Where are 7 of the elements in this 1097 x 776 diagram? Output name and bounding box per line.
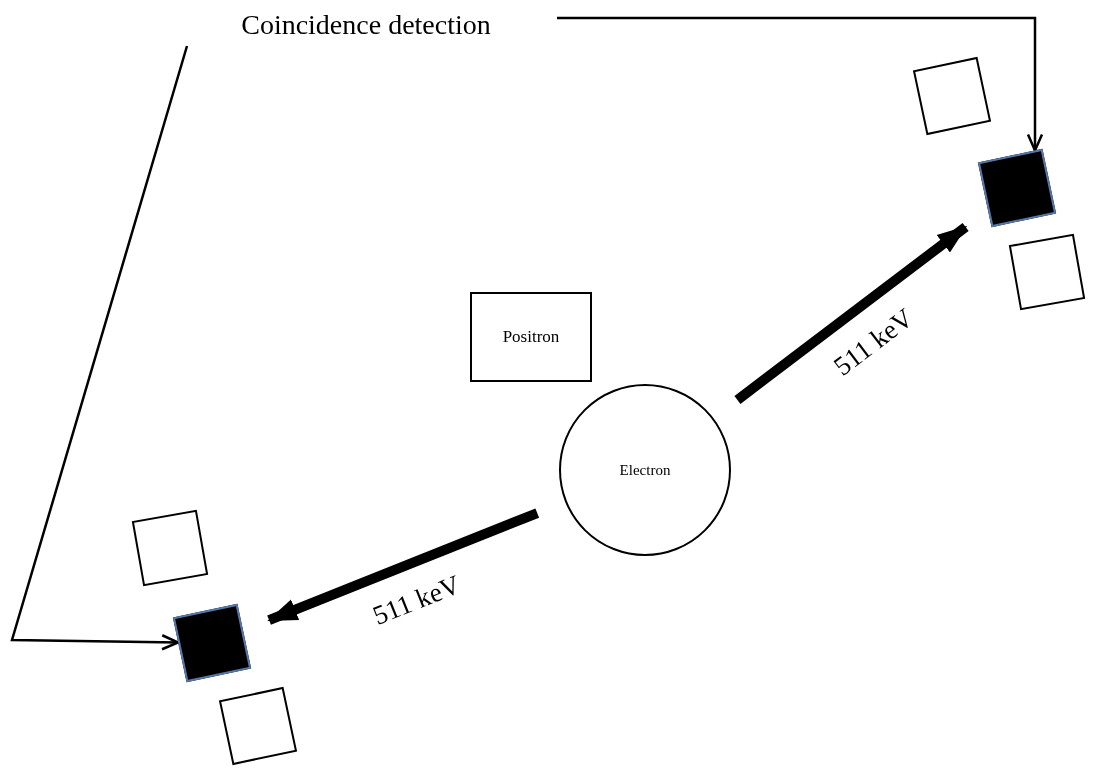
particle-box — [470, 292, 592, 382]
annotation-text: Coincidence detection — [205, 4, 527, 46]
node-label: Electron — [619, 461, 671, 479]
thick-arrow — [734, 222, 969, 404]
thick-arrow — [267, 508, 540, 625]
arrow — [10, 45, 189, 651]
node-label: Positron — [502, 327, 560, 347]
